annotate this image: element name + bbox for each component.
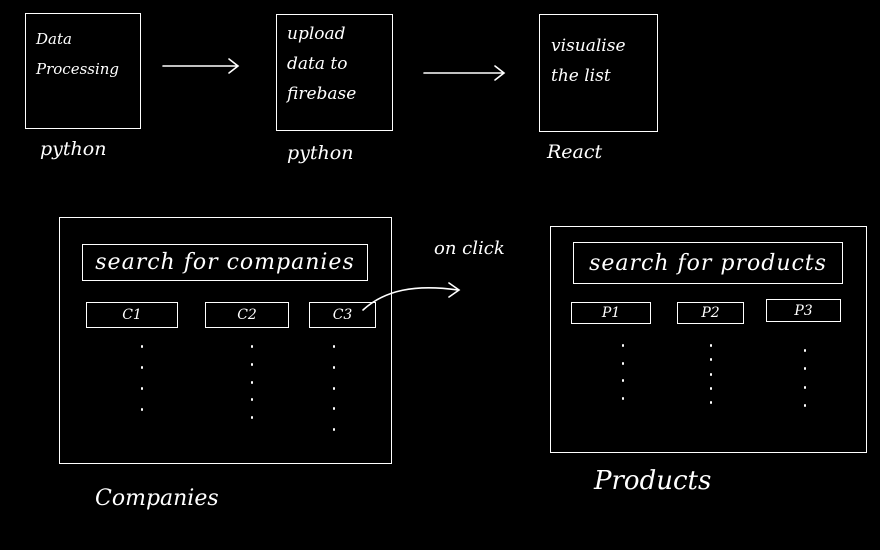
- arrow-step2-to-step3: [423, 65, 506, 81]
- products-screen: [550, 226, 867, 453]
- step-tech-label: python: [40, 138, 107, 160]
- products-col3-ellipsis: [801, 349, 809, 407]
- step-tech-label: React: [547, 141, 603, 163]
- products-search-box[interactable]: search for products: [573, 242, 843, 284]
- companies-screen: [59, 217, 392, 464]
- on-click-connector: [362, 282, 461, 311]
- step-label: visualise the list: [551, 36, 626, 86]
- company-item-c2[interactable]: C2: [205, 302, 289, 328]
- step-tech-label: python: [287, 142, 354, 164]
- pipeline-step-visualise-list: visualise the list: [539, 14, 658, 132]
- on-click-label: on click: [434, 238, 505, 259]
- companies-col1-ellipsis: [138, 345, 146, 411]
- products-col2-ellipsis: [707, 344, 715, 404]
- products-caption: Products: [594, 466, 712, 496]
- pipeline-step-data-processing: Data Processing: [25, 13, 141, 129]
- companies-col3-ellipsis: [330, 345, 338, 431]
- step-label: Data Processing: [36, 30, 120, 78]
- company-item-c1[interactable]: C1: [86, 302, 178, 328]
- companies-search-box[interactable]: search for companies: [82, 244, 368, 281]
- product-item-p3[interactable]: P3: [766, 299, 841, 322]
- arrow-step1-to-step2: [162, 58, 240, 74]
- companies-col2-ellipsis: [248, 345, 256, 419]
- step-label: upload data to firebase: [287, 24, 357, 104]
- products-col1-ellipsis: [619, 344, 627, 400]
- product-item-p2[interactable]: P2: [677, 302, 744, 324]
- company-item-c3[interactable]: C3: [309, 302, 376, 328]
- companies-caption: Companies: [95, 486, 219, 511]
- product-item-p1[interactable]: P1: [571, 302, 651, 324]
- pipeline-step-upload-firebase: upload data to firebase: [276, 14, 393, 131]
